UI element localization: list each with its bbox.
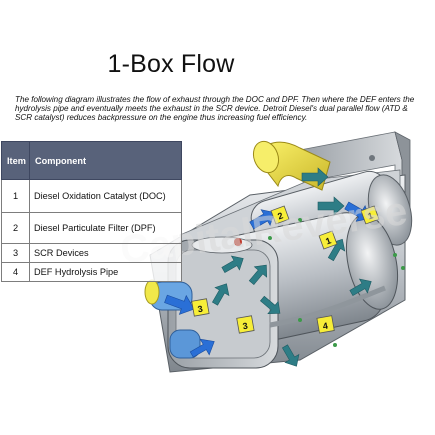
intro-paragraph: The following diagram illustrates the fl… (15, 95, 415, 123)
callout-3-right: 3 (242, 321, 249, 332)
callout-marker-icon: 3 (191, 298, 210, 317)
item-number: 1 (1, 179, 30, 213)
table-row: 2 Diesel Particulate Filter (DPF) (1, 212, 182, 244)
def-flow-arrow-icon (164, 201, 370, 358)
component-name: SCR Devices (29, 243, 182, 263)
callout-marker-icon: 1 (318, 230, 338, 250)
sensor-fittings (268, 218, 405, 347)
component-name: Diesel Oxidation Catalyst (DOC) (29, 179, 182, 213)
table-row: 1 Diesel Oxidation Catalyst (DOC) (1, 179, 182, 213)
callout-1-lower: 1 (324, 235, 332, 246)
page-title: 1-Box Flow (107, 50, 235, 78)
header-component: Component (29, 141, 182, 180)
table-row: 3 SCR Devices (1, 243, 182, 263)
callout-marker-icon: 2 (270, 205, 290, 225)
item-number: 2 (1, 212, 30, 244)
callout-marker-icon: 1 (360, 205, 380, 225)
component-name: Diesel Particulate Filter (DPF) (29, 212, 182, 244)
def-hydrolysis-pipe (269, 285, 386, 328)
callout-marker-icon: 4 (316, 315, 335, 334)
table-row: 4 DEF Hydrolysis Pipe (1, 262, 182, 282)
callout-3-left: 3 (197, 304, 204, 315)
callout-markers: 2 1 1 3 3 4 (191, 205, 380, 334)
component-legend-table: Item Component 1 Diesel Oxidation Cataly… (1, 141, 182, 282)
callout-marker-icon: 3 (236, 315, 255, 334)
callout-1-upper: 1 (366, 210, 374, 221)
component-name: DEF Hydrolysis Pipe (29, 262, 182, 282)
item-number: 3 (1, 243, 30, 263)
header-item: Item (1, 141, 30, 180)
exhaust-inlet-pipe-icon (144, 279, 160, 305)
callout-4: 4 (322, 321, 329, 332)
exhaust-flow-arrow-icon (211, 167, 372, 367)
item-number: 4 (1, 262, 30, 282)
callout-2-upper: 2 (276, 210, 284, 221)
legend-header-row: Item Component (1, 141, 182, 180)
